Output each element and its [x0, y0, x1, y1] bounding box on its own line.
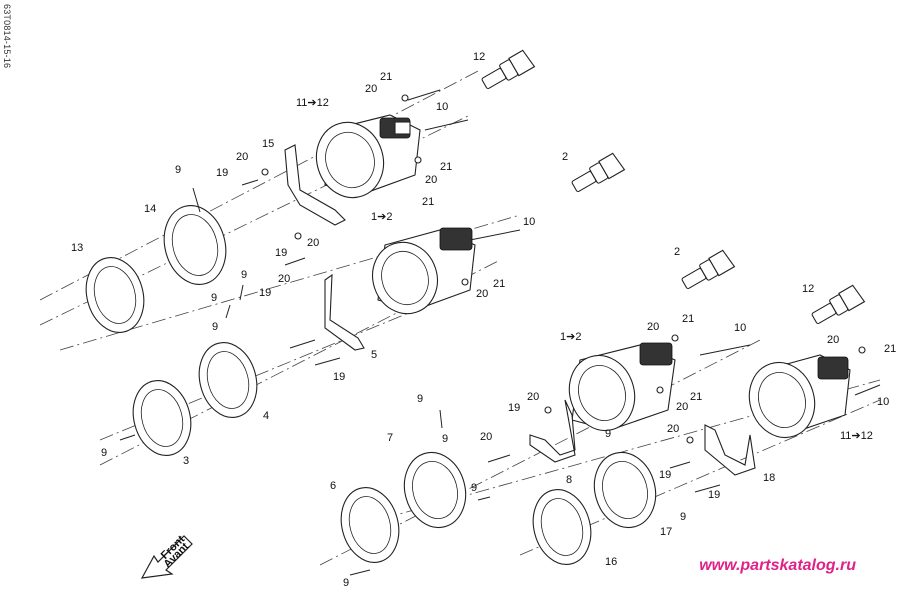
part-callout-c9d: 9	[212, 321, 218, 333]
part-callout-c18: 18	[763, 472, 775, 484]
document-id: 63T0814-15-16	[2, 4, 12, 69]
part-callout-c9b: 9	[241, 269, 247, 281]
part-callout-c19c: 19	[259, 287, 271, 299]
part-callout-c10c: 10	[734, 322, 746, 334]
part-callout-c16: 16	[605, 556, 617, 568]
part-callout-c21f: 21	[884, 343, 896, 355]
part-callout-c14: 14	[144, 203, 156, 215]
bracket-5	[324, 273, 365, 351]
headlamp-housing-lower-left	[568, 342, 676, 432]
part-callout-c12b: 1➔2	[371, 211, 392, 223]
part-callout-c20d: 20	[307, 237, 319, 249]
part-callout-c20l: 20	[480, 431, 492, 443]
part-callout-c5: 5	[371, 349, 377, 361]
ring-4	[198, 342, 258, 418]
part-callout-c12c: 12	[802, 283, 814, 295]
bracket-15	[284, 144, 346, 226]
part-callout-c21a: 21	[380, 71, 392, 83]
part-callout-c12a: 12	[473, 51, 485, 63]
part-callout-c12d: 1➔2	[560, 331, 581, 343]
part-callout-c20b: 20	[236, 151, 248, 163]
part-callout-c6: 6	[330, 480, 336, 492]
headlamp-housing-upper	[315, 114, 421, 199]
watermark: www.partskatalog.ru	[699, 557, 856, 574]
part-callout-c21g: 21	[690, 391, 702, 403]
part-callout-c20k: 20	[667, 423, 679, 435]
bracket-18	[704, 424, 756, 476]
part-callout-c19g: 19	[708, 489, 720, 501]
part-callout-c19b: 19	[275, 247, 287, 259]
bulb-2-top	[571, 152, 626, 193]
part-callout-c19a: 19	[216, 167, 228, 179]
ring-14	[163, 205, 227, 285]
part-callout-c21e: 21	[682, 313, 694, 325]
part-callout-c9a: 9	[175, 164, 181, 176]
part-callout-c20g: 20	[647, 321, 659, 333]
part-callout-c7: 7	[387, 432, 393, 444]
bulb-12-right	[811, 284, 866, 325]
part-callout-c4: 4	[263, 410, 269, 422]
bezel-13	[85, 257, 145, 333]
part-callout-c20c: 20	[425, 174, 437, 186]
part-callout-c21c: 21	[422, 196, 434, 208]
part-callout-c20i: 20	[527, 391, 539, 403]
part-callout-c9c: 9	[211, 292, 217, 304]
part-callout-c9k: 9	[343, 577, 349, 589]
part-callout-c11b: 11➔12	[840, 430, 873, 442]
part-callout-c19f: 19	[659, 469, 671, 481]
part-callout-c9i: 9	[471, 482, 477, 494]
part-callout-c9j: 9	[680, 511, 686, 523]
part-callout-c19d: 19	[333, 371, 345, 383]
part-callout-c20h: 20	[827, 334, 839, 346]
part-callout-c13: 13	[71, 242, 83, 254]
part-callout-c10b: 10	[523, 216, 535, 228]
part-callout-c15: 15	[262, 138, 274, 150]
part-callout-c20a: 20	[365, 83, 377, 95]
ring-17	[593, 451, 657, 529]
part-callout-c9e: 9	[417, 393, 423, 405]
part-callout-c20f: 20	[476, 288, 488, 300]
part-callout-c17: 17	[660, 526, 672, 538]
part-callout-c3: 3	[183, 455, 189, 467]
ring-7	[403, 451, 467, 529]
part-callout-c11a: 11➔12	[296, 97, 329, 109]
part-callout-c10a: 10	[436, 101, 448, 113]
part-callout-c21b: 21	[440, 161, 452, 173]
bulb-2-right	[681, 249, 736, 290]
part-callout-c20e: 20	[278, 273, 290, 285]
bulb-12-top	[481, 49, 536, 90]
part-callout-c2a: 2	[562, 151, 568, 163]
bracket-8	[529, 399, 576, 463]
part-callout-c20j: 20	[676, 401, 688, 413]
part-callout-c8: 8	[566, 474, 572, 486]
headlamp-housing-lower-right	[748, 354, 851, 439]
front-direction-arrow-icon: Front Avant	[140, 533, 193, 579]
part-callout-c21d: 21	[493, 278, 505, 290]
part-callout-c9f: 9	[442, 433, 448, 445]
bezel-6	[340, 487, 400, 563]
bezel-16	[532, 489, 592, 565]
bezel-3	[132, 380, 192, 456]
part-callout-c2b: 2	[674, 246, 680, 258]
part-callout-c19e: 19	[508, 402, 520, 414]
fasteners	[119, 89, 881, 576]
part-callout-c10d: 10	[877, 396, 889, 408]
part-callout-c9g: 9	[605, 428, 611, 440]
headlamp-housing-middle	[372, 227, 476, 315]
part-callout-c9h: 9	[101, 447, 107, 459]
